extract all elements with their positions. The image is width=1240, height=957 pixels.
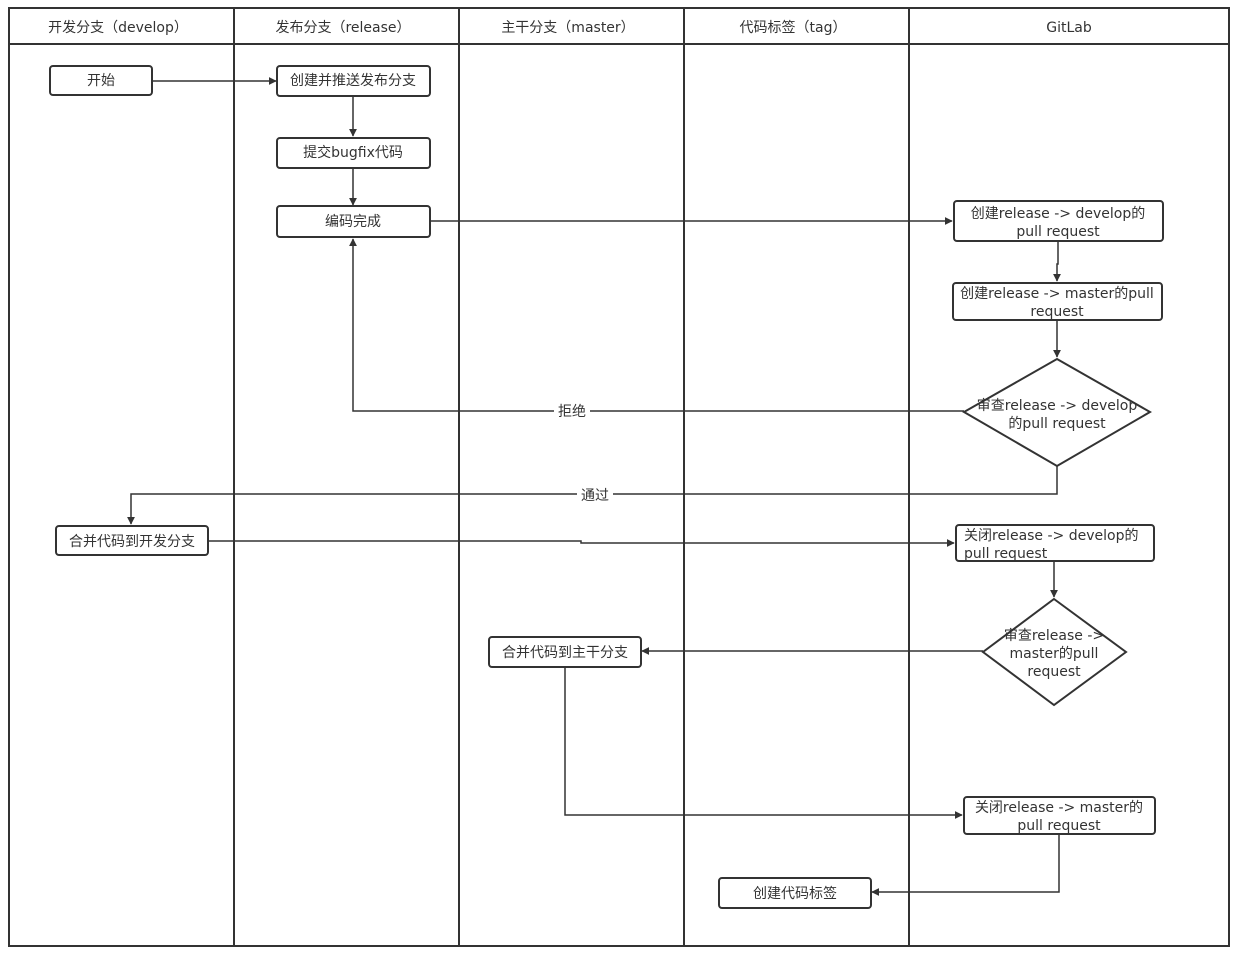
node-pr-release-to-master: 创建release -> master的pull request	[952, 282, 1163, 321]
edge-merge-master-to-close-pr-master	[564, 667, 963, 819]
svg-text:pull request: pull request	[964, 546, 1048, 562]
node-merge-to-develop: 合并代码到开发分支	[55, 525, 209, 556]
svg-text:审查release ->: 审查release ->	[1004, 628, 1104, 644]
svg-text:合并代码到开发分支: 合并代码到开发分支	[69, 534, 195, 550]
svg-text:合并代码到主干分支: 合并代码到主干分支	[502, 645, 628, 661]
lane-title-develop: 开发分支（develop）	[48, 20, 188, 36]
node-merge-to-master: 合并代码到主干分支	[488, 636, 642, 668]
edge-reject-to-code-done	[349, 238, 964, 412]
lane-headers: 开发分支（develop） 发布分支（release） 主干分支（master）…	[48, 19, 1092, 36]
lane-title-release: 发布分支（release）	[275, 20, 410, 36]
svg-text:审查release -> develop: 审查release -> develop	[977, 398, 1138, 414]
svg-text:pull request: pull request	[1017, 818, 1101, 834]
nodes: 开始 创建并推送发布分支 提交bugfix代码 编码完成 创建release -…	[49, 65, 1164, 909]
svg-text:创建release -> master的pull: 创建release -> master的pull	[960, 286, 1154, 302]
svg-text:创建release -> develop的: 创建release -> develop的	[971, 206, 1145, 222]
svg-text:关闭release -> develop的: 关闭release -> develop的	[964, 528, 1138, 544]
svg-text:master的pull: master的pull	[1010, 646, 1099, 662]
svg-text:创建代码标签: 创建代码标签	[753, 885, 837, 902]
svg-text:开始: 开始	[87, 73, 115, 89]
svg-text:的pull request: 的pull request	[1008, 416, 1106, 432]
node-close-pr-release-to-develop: 关闭release -> develop的 pull request	[955, 524, 1155, 562]
svg-text:创建并推送发布分支: 创建并推送发布分支	[290, 73, 416, 89]
pool-frame	[8, 7, 1230, 947]
svg-text:编码完成: 编码完成	[325, 214, 381, 230]
node-code-done: 编码完成	[276, 205, 431, 238]
node-create-release-branch: 创建并推送发布分支	[276, 65, 431, 97]
decision-review-release-to-master: 审查release -> master的pull request	[981, 597, 1128, 707]
svg-text:request: request	[1030, 304, 1084, 320]
lane-title-master: 主干分支（master）	[501, 20, 634, 36]
edge-pr-develop-to-pr-master	[1053, 241, 1061, 282]
lane-title-gitlab: GitLab	[1046, 20, 1092, 36]
decision-review-release-to-develop: 审查release -> develop 的pull request	[961, 357, 1153, 468]
node-commit-bugfix: 提交bugfix代码	[276, 137, 431, 169]
svg-text:request: request	[1027, 664, 1081, 680]
node-create-tag: 创建代码标签	[718, 877, 872, 909]
node-pr-release-to-develop: 创建release -> develop的 pull request	[953, 200, 1164, 242]
lane-title-tag: 代码标签（tag）	[740, 19, 847, 36]
svg-text:关闭release -> master的: 关闭release -> master的	[975, 800, 1143, 816]
node-start: 开始	[49, 65, 153, 96]
edge-label-reject: 拒绝	[558, 404, 586, 420]
edge-merge-develop-to-close-pr	[208, 539, 955, 547]
svg-text:pull request: pull request	[1016, 224, 1100, 240]
edge-close-pr-master-to-tag	[871, 834, 1060, 896]
edge-labels: 拒绝 通过	[554, 402, 613, 504]
svg-text:提交bugfix代码: 提交bugfix代码	[303, 144, 403, 161]
node-close-pr-release-to-master: 关闭release -> master的 pull request	[963, 796, 1156, 835]
edge-label-pass: 通过	[581, 488, 609, 504]
